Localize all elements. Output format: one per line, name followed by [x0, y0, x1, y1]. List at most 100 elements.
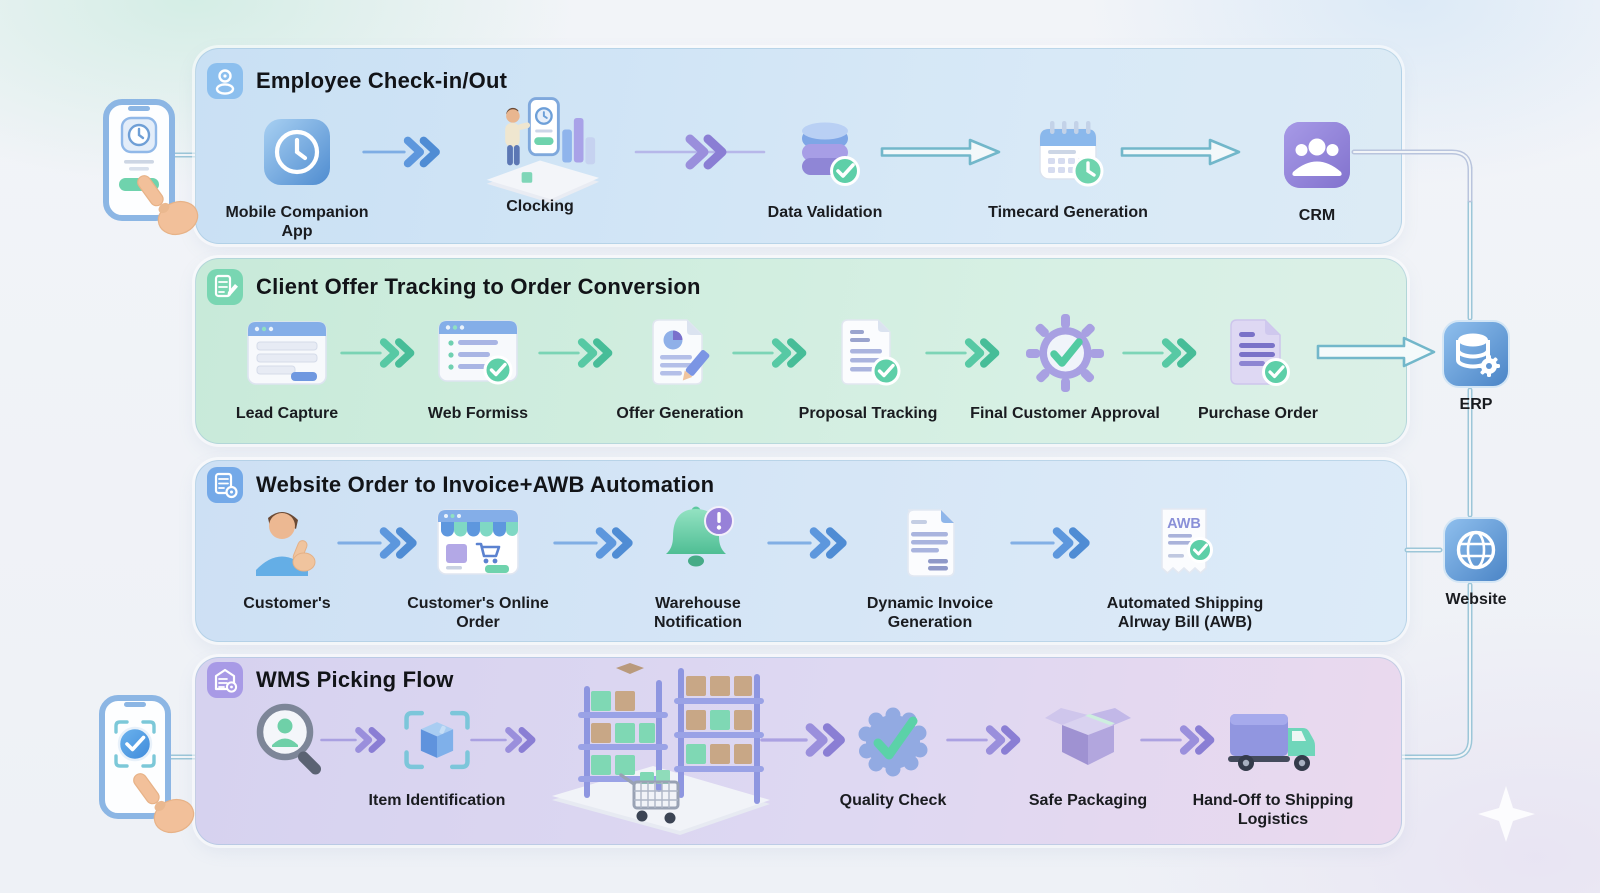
lane4-header: WMS Picking Flow [206, 661, 454, 699]
step-web-forms: Web Formiss [403, 305, 553, 424]
clocking-kiosk-icon [465, 97, 615, 204]
outline-arrow-icon [878, 132, 1004, 172]
open-box-icon [1042, 692, 1134, 788]
warehouse-doc-icon [207, 662, 243, 698]
step-dynamic-invoice-generation: Dynamic Invoice Generation [850, 495, 1010, 633]
step-label: Data Validation [767, 204, 883, 221]
integration-website: Website [1428, 515, 1524, 610]
integration-label: Website [1445, 591, 1507, 608]
phone-clock-icon [103, 99, 199, 236]
scan-phone [82, 692, 232, 844]
storefront-cart-icon [433, 495, 523, 591]
quality-badge-icon [849, 692, 937, 788]
step-label: Hand-Off to Shipping Logistics [1192, 792, 1354, 828]
customer-person-icon [246, 495, 328, 591]
step-label: Dynamic Invoice Generation [866, 595, 994, 631]
calendar-clock-icon [1028, 104, 1108, 200]
lane2-title: Client Offer Tracking to Order Conversio… [256, 274, 701, 299]
step-label: Automated Shipping Alrway Bill (AWB) [1106, 595, 1264, 631]
chevron-arrow-icon [925, 333, 1009, 373]
chevron-arrow-icon [946, 720, 1030, 760]
people-tile-icon [1281, 107, 1353, 203]
step-label: CRM [1298, 207, 1336, 224]
step-label: Customer's Online Order [407, 595, 549, 631]
chart-doc-pencil-icon [643, 305, 717, 401]
step-mobile-companion-app: Mobile Companion App [212, 104, 382, 242]
chevron-arrow-icon [732, 333, 816, 373]
lane1-header: Employee Check-in/Out [206, 62, 507, 100]
chevron-arrow-icon [553, 523, 643, 563]
scan-box-icon [394, 692, 480, 788]
step-customers-online-order: Customer's Online Order [393, 495, 563, 633]
step-handoff-shipping: Hand-Off to Shipping Logistics [1187, 692, 1359, 830]
svg-text:AWB: AWB [1167, 516, 1201, 532]
step-label: Final Customer Approval [970, 405, 1160, 422]
warehouse-shelves-icon [552, 663, 770, 835]
chevron-arrow-icon [362, 132, 450, 172]
database-check-icon [787, 104, 863, 200]
database-gear-tile-icon [1442, 320, 1510, 388]
bell-alert-icon [656, 495, 740, 591]
chevron-arrow-icon [767, 523, 857, 563]
tapping-hand-icon [133, 773, 195, 834]
person-pin-icon [207, 63, 243, 99]
lane-employee-checkin [195, 48, 1402, 244]
step-purchase-order: Purchase Order [1183, 305, 1333, 424]
step-item-identification: Item Identification [362, 692, 512, 811]
lane1-title: Employee Check-in/Out [256, 68, 508, 93]
warehouse-shelves-illustration [528, 660, 778, 836]
globe-tile-icon [1443, 517, 1509, 583]
outline-arrow-icon [1118, 132, 1244, 172]
step-final-customer-approval: Final Customer Approval [968, 305, 1162, 424]
lane3-header: Website Order to Invoice+AWB Automation [206, 466, 714, 504]
step-label: Customer's [243, 595, 331, 612]
gear-check-icon [1022, 305, 1108, 401]
step-label: Quality Check [839, 792, 947, 809]
chevron-arrow-icon [320, 720, 394, 760]
chevron-arrow-icon [632, 132, 768, 172]
step-label: Mobile Companion App [225, 204, 369, 240]
step-label: Clocking [506, 198, 574, 215]
step-label: Offer Generation [616, 405, 744, 422]
step-timecard-generation: Timecard Generation [983, 104, 1153, 223]
step-label: Timecard Generation [988, 204, 1148, 221]
form-window-icon [244, 305, 330, 401]
checkin-phone [86, 96, 236, 246]
step-customer: Customer's [217, 495, 357, 614]
step-warehouse-notification: Warehouse Notification [623, 495, 773, 633]
integration-erp: ERP [1428, 318, 1524, 415]
chevron-arrow-icon [760, 720, 856, 760]
invoice-gear-icon [207, 467, 243, 503]
document-pencil-icon [207, 269, 243, 305]
step-quality-check: Quality Check [818, 692, 968, 811]
step-label: Warehouse Notification [654, 595, 742, 631]
step-proposal-tracking: Proposal Tracking [788, 305, 948, 424]
delivery-truck-icon [1224, 692, 1322, 788]
chevron-arrow-icon [538, 333, 622, 373]
awb-receipt-icon: AWB [1148, 495, 1222, 591]
step-lead-capture: Lead Capture [212, 305, 362, 424]
step-offer-generation: Offer Generation [605, 305, 755, 424]
chevron-arrow-icon [340, 333, 424, 373]
chevron-arrow-icon [1122, 333, 1206, 373]
step-label: Web Formiss [427, 405, 529, 422]
step-label: Safe Packaging [1028, 792, 1148, 809]
list-check-window-icon [435, 305, 521, 401]
lane3-title: Website Order to Invoice+AWB Automation [256, 472, 715, 497]
doc-check-icon [830, 305, 906, 401]
integration-label: ERP [1459, 396, 1493, 413]
step-automated-awb: AWB Automated Shipping Alrway Bill (AWB) [1090, 495, 1280, 633]
lane2-header: Client Offer Tracking to Order Conversio… [206, 268, 701, 306]
search-person-icon [248, 692, 332, 788]
step-data-validation: Data Validation [745, 104, 905, 223]
invoice-doc-icon [895, 495, 965, 591]
chevron-arrow-icon [337, 523, 427, 563]
step-safe-packaging: Safe Packaging [1013, 692, 1163, 811]
phone-scan-icon [99, 695, 195, 834]
clock-app-icon [260, 104, 334, 200]
step-label: Lead Capture [235, 405, 339, 422]
step-worker-lookup [245, 692, 335, 788]
chevron-arrow-icon [1010, 523, 1100, 563]
purple-doc-check-icon [1221, 305, 1295, 401]
step-clocking: Clocking [460, 97, 620, 217]
